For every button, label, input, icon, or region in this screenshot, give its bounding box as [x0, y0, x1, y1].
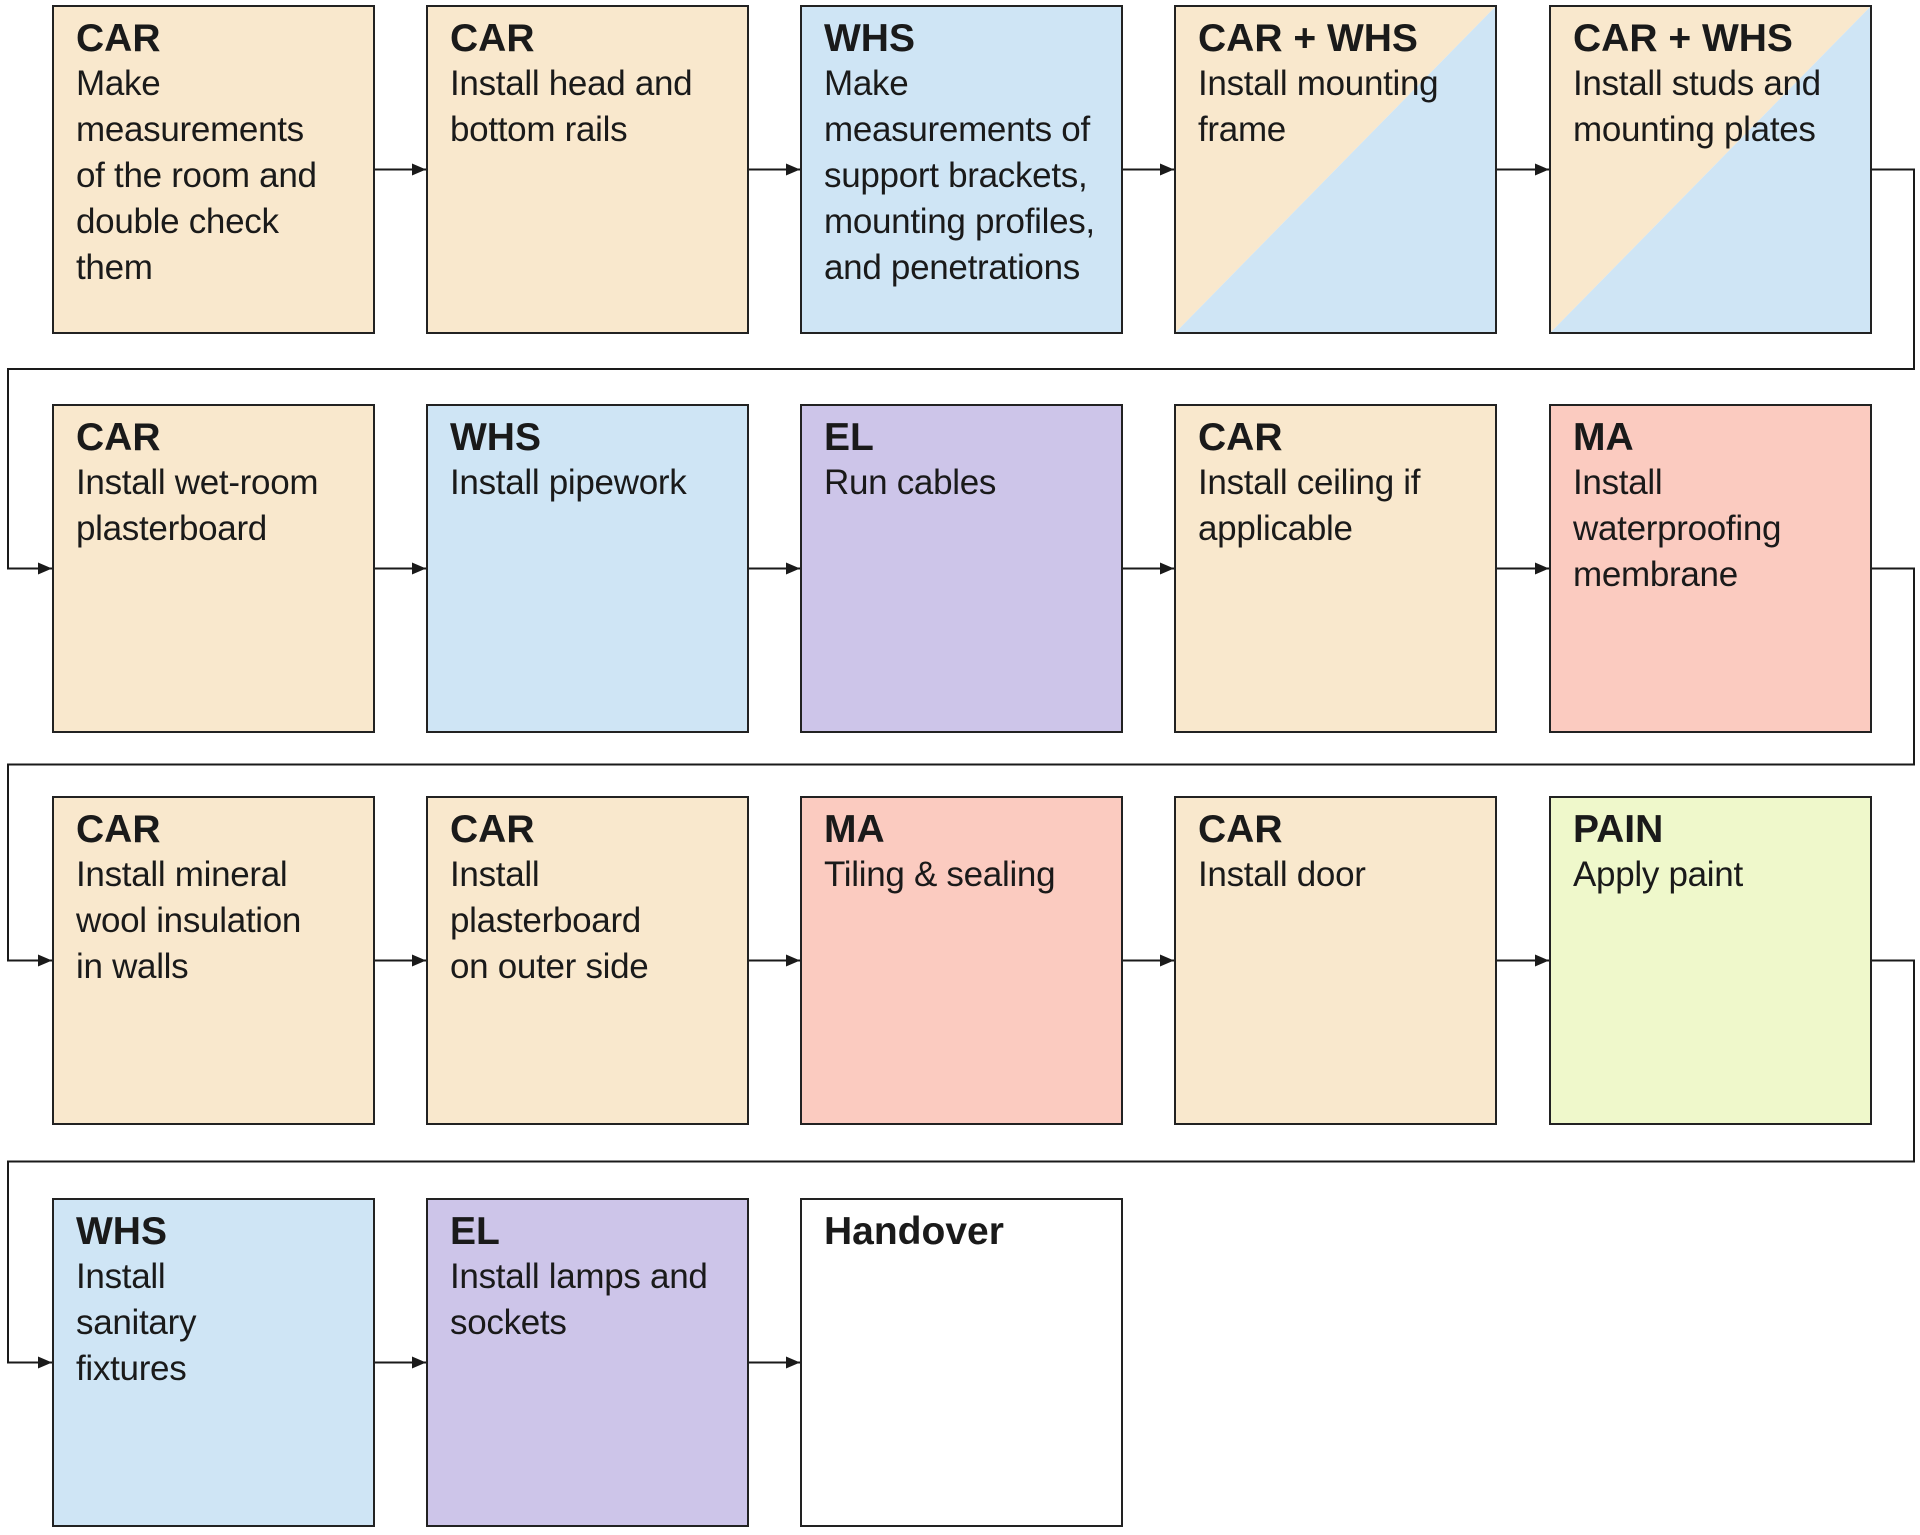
step-fill [428, 406, 747, 731]
step-fill [54, 1200, 373, 1525]
step-trade-label: Handover [824, 1210, 1004, 1253]
step-fill [802, 1200, 1121, 1525]
step-text: CAR Install door [1198, 808, 1485, 898]
step-text: PAIN Apply paint [1573, 808, 1860, 898]
step-box-8-run-cables: EL Run cables [800, 404, 1123, 733]
step-trade-label: MA [1573, 416, 1634, 459]
step-fill [428, 1200, 747, 1525]
step-fill [1176, 798, 1495, 1123]
step-text: EL Run cables [824, 416, 1111, 506]
step-fill [428, 798, 747, 1123]
step-fill [1551, 798, 1870, 1123]
step-trade-label: CAR + WHS [1198, 17, 1418, 60]
step-trade-label: CAR + WHS [1573, 17, 1793, 60]
step-trade-label: EL [450, 1210, 500, 1253]
step-trade-label: EL [824, 416, 874, 459]
step-trade-label: CAR [76, 17, 161, 60]
step-task-label: Tiling & sealing [824, 855, 1056, 894]
step-text: WHS Install pipework [450, 416, 737, 506]
step-box-7-install-pipework: WHS Install pipework [426, 404, 749, 733]
step-trade-label: CAR [1198, 416, 1283, 459]
step-fill [54, 406, 373, 731]
step-fill [802, 798, 1121, 1123]
step-fill [428, 7, 747, 332]
step-task-label: Apply paint [1573, 855, 1743, 894]
step-trade-label: CAR [450, 17, 535, 60]
step-task-label: Install pipework [450, 463, 687, 502]
step-fill [1176, 406, 1495, 731]
step-fill [54, 7, 373, 332]
step-box-13-tiling-and-sealing: MA Tiling & sealing [800, 796, 1123, 1125]
step-task-label: Run cables [824, 463, 997, 502]
step-task-label: Install door [1198, 855, 1366, 894]
step-fill [1551, 7, 1870, 332]
step-trade-label: WHS [824, 17, 915, 60]
step-trade-label: WHS [76, 1210, 167, 1253]
step-fill [802, 406, 1121, 731]
step-trade-label: CAR [450, 808, 535, 851]
step-trade-label: CAR [1198, 808, 1283, 851]
step-fill [54, 798, 373, 1123]
step-text: Handover [824, 1210, 1111, 1254]
step-fill [1176, 7, 1495, 332]
step-trade-label: WHS [450, 416, 541, 459]
step-trade-label: CAR [76, 416, 161, 459]
step-fill [1551, 406, 1870, 731]
step-trade-label: CAR [76, 808, 161, 851]
step-trade-label: PAIN [1573, 808, 1664, 851]
step-trade-label: MA [824, 808, 885, 851]
step-box-15-apply-paint: PAIN Apply paint [1549, 796, 1872, 1125]
step-box-18-handover: Handover [800, 1198, 1123, 1527]
step-text: MA Tiling & sealing [824, 808, 1111, 898]
step-fill [802, 7, 1121, 332]
step-box-14-install-door: CAR Install door [1174, 796, 1497, 1125]
